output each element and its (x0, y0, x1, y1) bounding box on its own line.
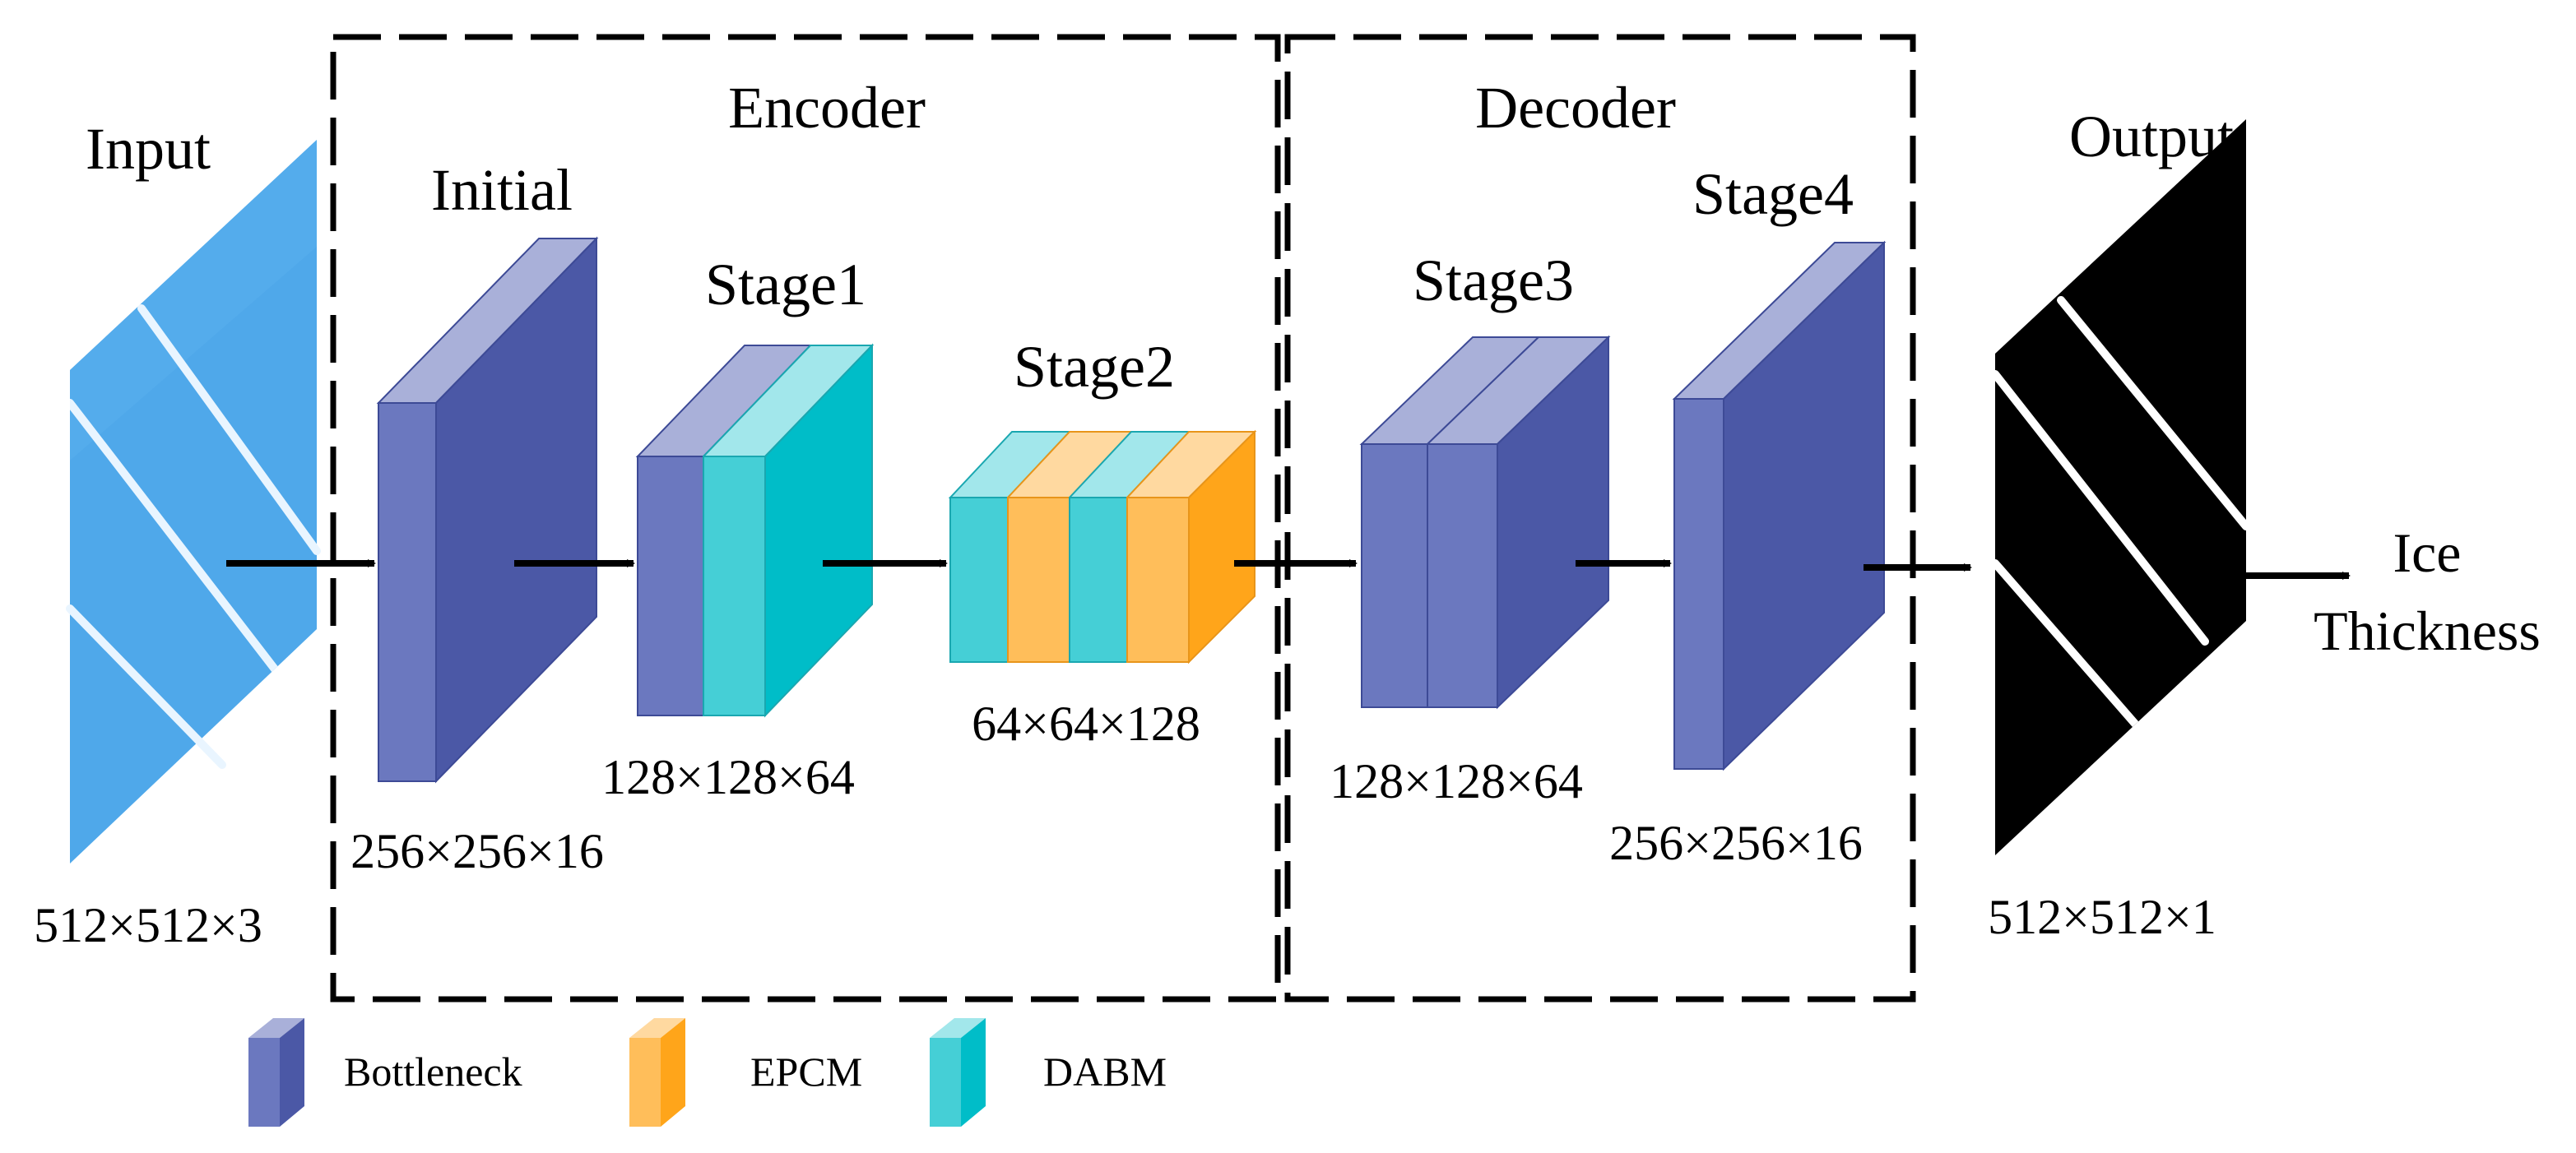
stage4-block (1672, 240, 1887, 771)
stage1-dims: 128×128×64 (601, 750, 855, 804)
stage3-title: Stage3 (1413, 248, 1574, 313)
encoder-label: Encoder (728, 75, 926, 141)
decoder-label: Decoder (1475, 75, 1676, 141)
stage1-block (635, 343, 875, 718)
initial-block (376, 236, 599, 784)
output-dims: 512×512×1 (1988, 890, 2216, 944)
output-image (1995, 119, 2246, 855)
legend-epcm-label: EPCM (750, 1049, 862, 1095)
legend-dabm-label: DABM (1043, 1049, 1167, 1095)
stage3-dims: 128×128×64 (1330, 754, 1583, 808)
legend-bottleneck-swatch (248, 1018, 304, 1127)
result-label-line1: Ice (2393, 521, 2461, 584)
stage1-title: Stage1 (705, 252, 866, 317)
input-image (66, 140, 321, 864)
input-title: Input (86, 116, 211, 182)
initial-title: Initial (431, 157, 573, 223)
stage2-title: Stage2 (1014, 334, 1175, 400)
legend-dabm-swatch (930, 1018, 986, 1127)
input-dims: 512×512×3 (34, 898, 262, 952)
stage2-block (948, 429, 1257, 664)
flow-arrows (226, 559, 2351, 580)
legend-bottleneck-label: Bottleneck (344, 1049, 522, 1095)
legend: Bottleneck EPCM DABM (248, 1018, 1167, 1127)
initial-dims: 256×256×16 (350, 824, 604, 878)
result-label-line2: Thickness (2314, 600, 2541, 662)
stage4-dims: 256×256×16 (1609, 816, 1863, 870)
stage2-dims: 64×64×128 (972, 697, 1200, 751)
output-title: Output (2069, 104, 2234, 169)
legend-epcm-swatch (629, 1018, 685, 1127)
encoder-frame (330, 34, 1281, 1003)
stage4-title: Stage4 (1692, 161, 1854, 227)
stage3-block (1359, 335, 1611, 710)
